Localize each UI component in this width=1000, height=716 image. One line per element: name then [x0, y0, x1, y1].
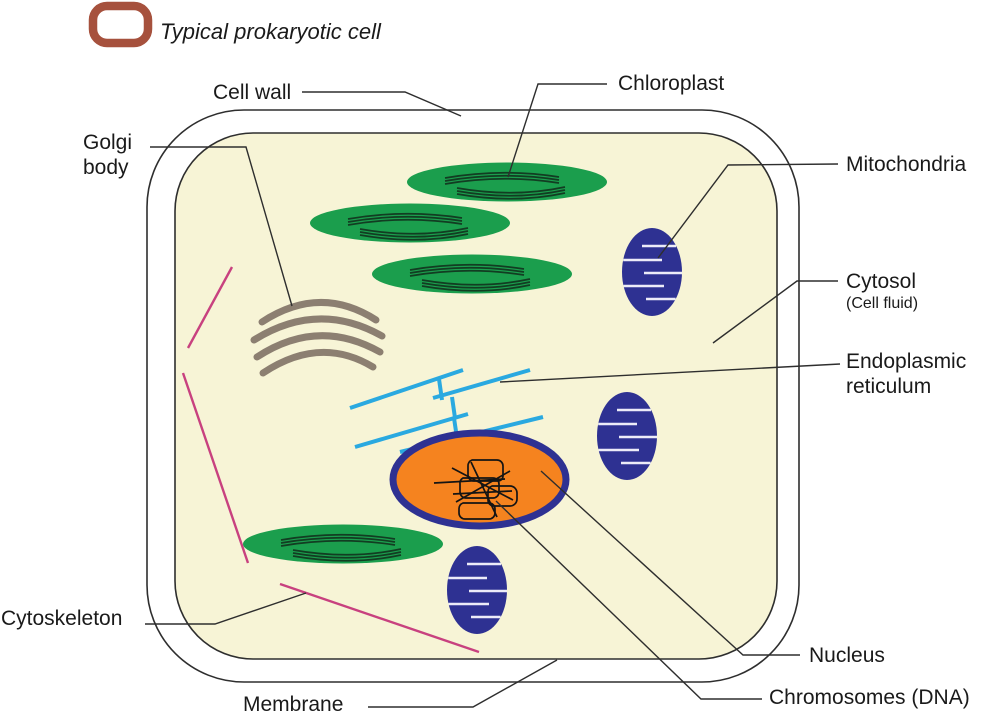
label-line-membrane: [368, 659, 558, 708]
label-nucleus: Nucleus: [809, 644, 885, 667]
label-line-golgi-body: [150, 146, 293, 307]
label-line-mitochondria: [657, 163, 839, 259]
chloroplast: [371, 253, 573, 295]
cytoskeleton-filament: [181, 372, 250, 564]
label-line-chloroplast: [507, 83, 607, 178]
label-line-chromosomes: [495, 500, 762, 700]
cytoskeleton-filaments: [181, 266, 480, 654]
chromosomes-dna: [433, 459, 518, 520]
chloroplast: [309, 202, 511, 244]
label-mitochondria: Mitochondria: [846, 153, 967, 176]
label-cytosol-sub: (Cell fluid): [846, 295, 919, 312]
label-chloroplast: Chloroplast: [618, 72, 725, 95]
label-cytosol: Cytosol: [846, 270, 917, 293]
chloroplast: [242, 523, 444, 565]
label-line-nucleus: [540, 470, 800, 656]
label-cytoskeleton: Cytoskeleton: [1, 607, 123, 630]
cytoskeleton-filament: [279, 582, 480, 654]
label-line-cell-wall: [302, 91, 462, 117]
label-pointer-lines: [145, 83, 841, 708]
mitochondrion: [595, 390, 659, 482]
mitochondrion: [445, 544, 509, 636]
label-line-er: [499, 363, 841, 383]
label-endoplasmic-reticulum: Endoplasmic reticulum: [846, 350, 967, 398]
prokaryotic-cell-icon: [88, 1, 153, 48]
legend-title: Typical prokaryotic cell: [160, 19, 381, 44]
chloroplast: [406, 161, 608, 203]
label-line-cytosol: [712, 280, 838, 344]
cytoskeleton-filament: [186, 266, 234, 349]
label-cell-wall: Cell wall: [213, 81, 292, 104]
label-membrane: Membrane: [243, 693, 344, 716]
label-line-cytoskeleton: [145, 592, 307, 625]
mitochondrion: [620, 226, 684, 318]
label-golgi-body: Golgi body: [83, 131, 133, 179]
label-chromosomes: Chromosomes (DNA): [769, 686, 970, 709]
golgi-body: [250, 299, 386, 377]
